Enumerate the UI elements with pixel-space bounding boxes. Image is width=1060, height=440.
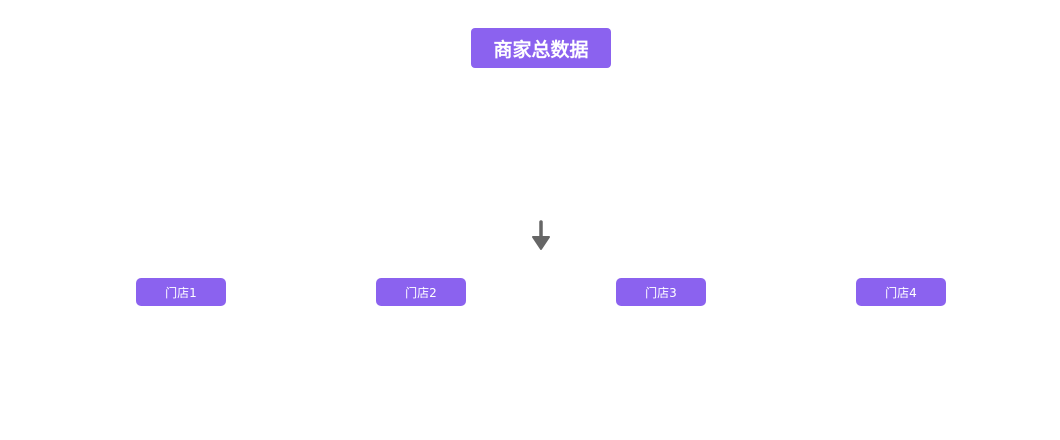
store-node-2[interactable]: 门店2 bbox=[376, 278, 466, 306]
store-node-1[interactable]: 门店1 bbox=[136, 278, 226, 306]
store-node-4[interactable]: 门店4 bbox=[856, 278, 946, 306]
store-node-3[interactable]: 门店3 bbox=[616, 278, 706, 306]
root-node-merchant-total[interactable]: 商家总数据 bbox=[471, 28, 611, 68]
down-arrow-icon bbox=[532, 220, 550, 250]
